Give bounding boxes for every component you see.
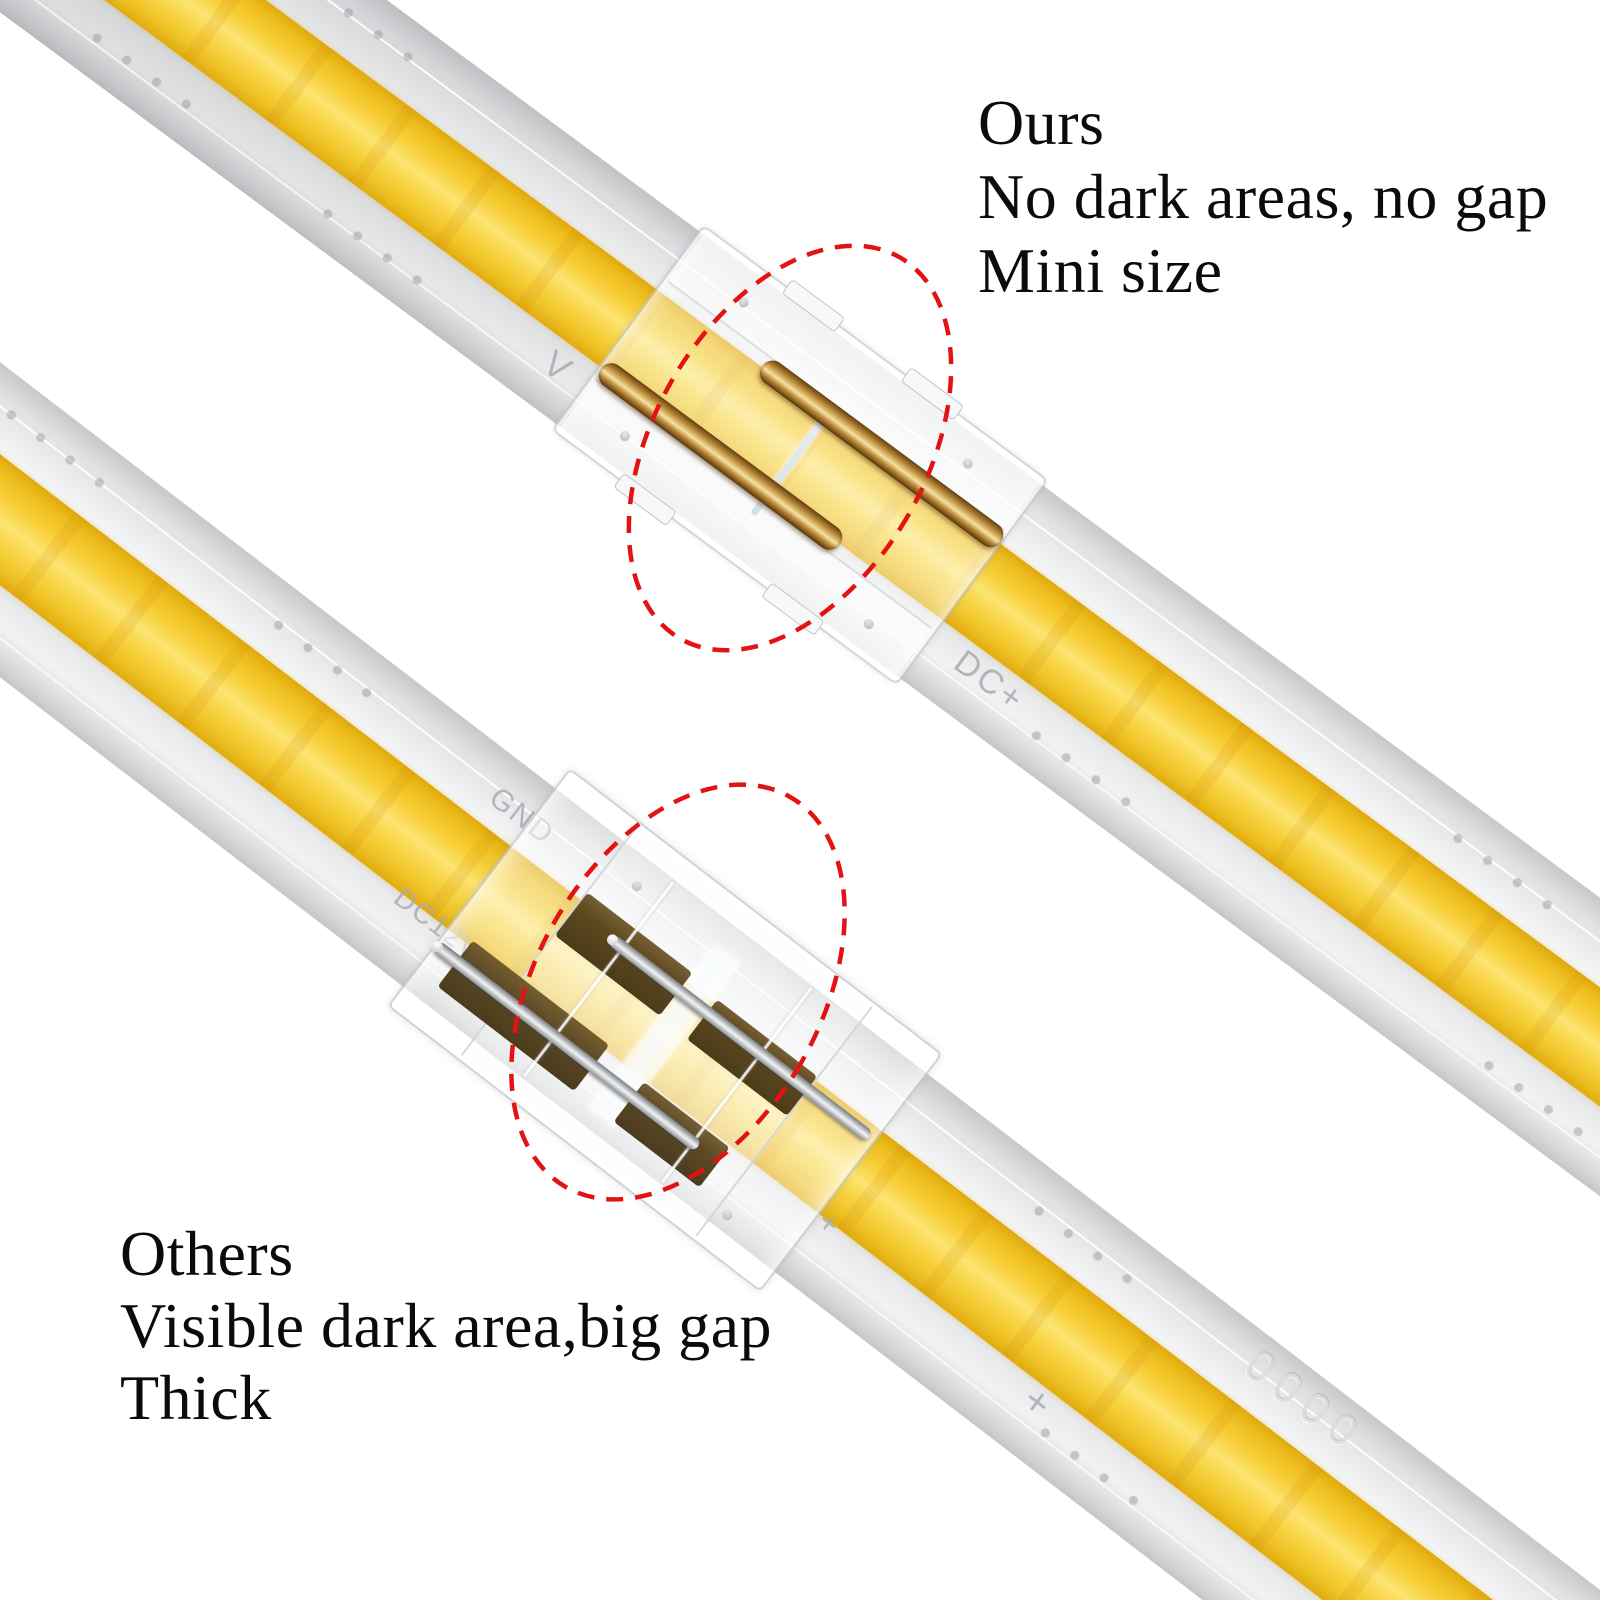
caption-others: Others Visible dark area,big gap Thick [120,1218,772,1434]
caption-ours: Ours No dark areas, no gap Mini size [978,86,1548,308]
caption-ours-line2: No dark areas, no gap [978,161,1549,232]
caption-others-line2: Visible dark area,big gap [120,1290,772,1361]
caption-others-line3: Thick [120,1362,272,1433]
caption-ours-line3: Mini size [978,235,1223,306]
caption-others-title: Others [120,1218,294,1289]
caption-ours-title: Ours [978,87,1105,158]
